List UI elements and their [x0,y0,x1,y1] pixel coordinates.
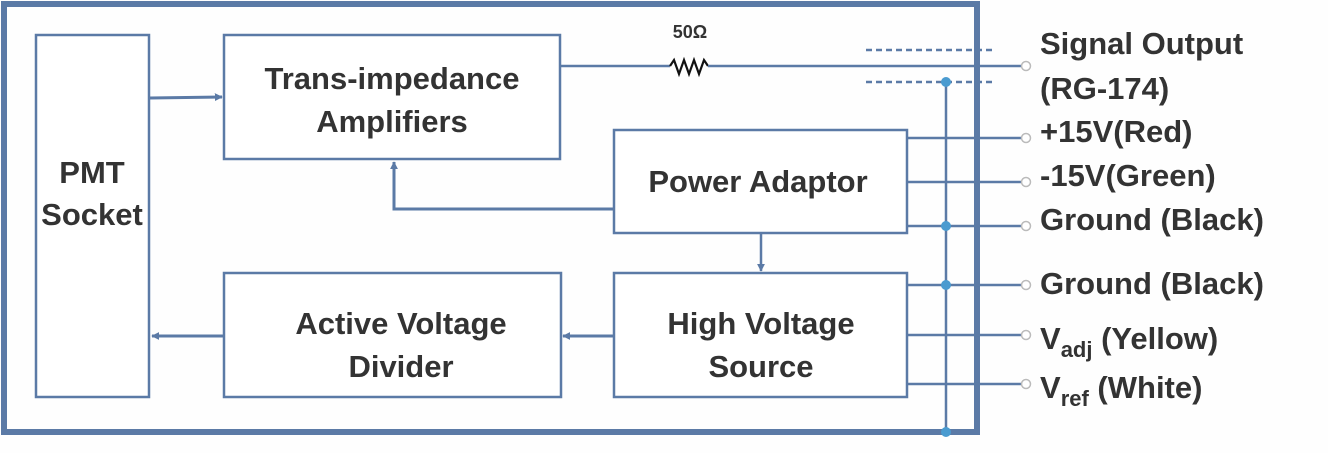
terminal-label-vref: Vref (White) [1040,370,1202,411]
module-enclosure [1,1,980,435]
terminal-vref[interactable] [1020,378,1032,390]
tia-label-1: Trans-impedance [265,61,520,96]
hvs-label-1: High Voltage [667,306,854,341]
signal-output-line [560,56,1022,78]
terminal-ground-1[interactable] [1020,220,1032,232]
active-voltage-divider-block: Active Voltage Divider [222,271,563,399]
terminal-label-minus15v: -15V(Green) [1040,158,1216,193]
terminal-signal-output[interactable] [1020,60,1032,72]
pmt-socket-label-1: PMT [59,155,125,190]
vadj-subscript: adj [1061,337,1093,362]
junction-dot [941,77,951,87]
junction-dot [941,427,951,437]
vref-rest: (White) [1089,370,1203,405]
pmt-socket-label-2: Socket [41,197,143,232]
arrow-pmt-to-tia [149,93,223,102]
avd-label-1: Active Voltage [295,306,506,341]
avd-label-2: Divider [348,349,453,384]
resistor-label: 50Ω [673,22,707,42]
terminal-vadj[interactable] [1020,329,1032,341]
vref-subscript: ref [1061,386,1090,411]
pmt-socket-block: PMT Socket [34,33,151,399]
power-adaptor-block: Power Adaptor [612,128,909,235]
terminal-label-signal-output-2: (RG-174) [1040,71,1169,106]
tia-block: Trans-impedance Amplifiers [222,33,562,161]
hvs-label-2: Source [708,349,813,384]
power-adaptor-label: Power Adaptor [648,164,867,199]
terminal-ground-2[interactable] [1020,279,1032,291]
junction-dot [941,280,951,290]
terminal-minus15v[interactable] [1020,176,1032,188]
tia-label-2: Amplifiers [316,104,468,139]
terminal-label-plus15v: +15V(Red) [1040,114,1192,149]
high-voltage-source-block: High Voltage Source [612,271,909,399]
vadj-base: V [1040,321,1061,356]
terminal-label-ground-2: Ground (Black) [1040,266,1264,301]
terminal-label-vadj: Vadj (Yellow) [1040,321,1218,362]
terminal-plus15v[interactable] [1020,132,1032,144]
vref-base: V [1040,370,1061,405]
vadj-rest: (Yellow) [1092,321,1218,356]
terminal-label-ground-1: Ground (Black) [1040,202,1264,237]
terminal-label-signal-output-1: Signal Output [1040,26,1243,61]
junction-dot [941,221,951,231]
arrow-power-to-tia [390,161,614,211]
resistor-icon [669,56,709,78]
